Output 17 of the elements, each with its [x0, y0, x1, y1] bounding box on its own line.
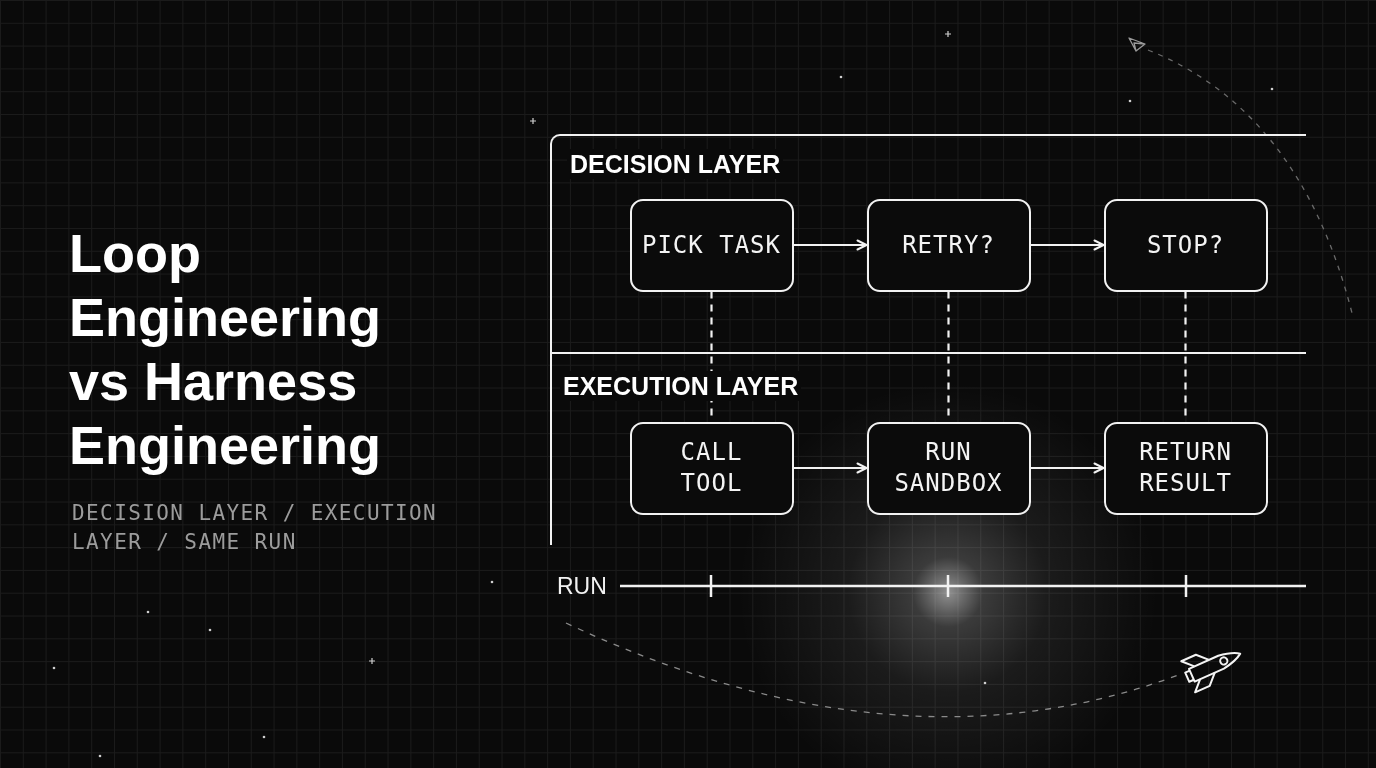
process-box: STOP? [1103, 198, 1268, 292]
subtitle: DECISION LAYER / EXECUTION LAYER / SAME RUN [72, 500, 439, 556]
process-box: RETRY? [866, 198, 1031, 292]
process-box: RUN SANDBOX [866, 421, 1031, 515]
layer-heading: DECISION LAYER [567, 149, 784, 179]
process-box: CALL TOOL [629, 421, 794, 515]
swimlane-band [550, 134, 1306, 352]
arrow [1030, 239, 1105, 251]
arrow [793, 462, 868, 474]
arrow [1030, 462, 1105, 474]
process-box: PICK TASK [629, 198, 794, 292]
timeline-label: RUN [557, 572, 607, 600]
arrow [793, 239, 868, 251]
swimlane-band [550, 352, 1306, 545]
process-box: RETURN RESULT [1103, 421, 1268, 515]
title: Loop Engineering vs Harness Engineering [69, 222, 383, 477]
layer-heading: EXECUTION LAYER [560, 371, 802, 401]
